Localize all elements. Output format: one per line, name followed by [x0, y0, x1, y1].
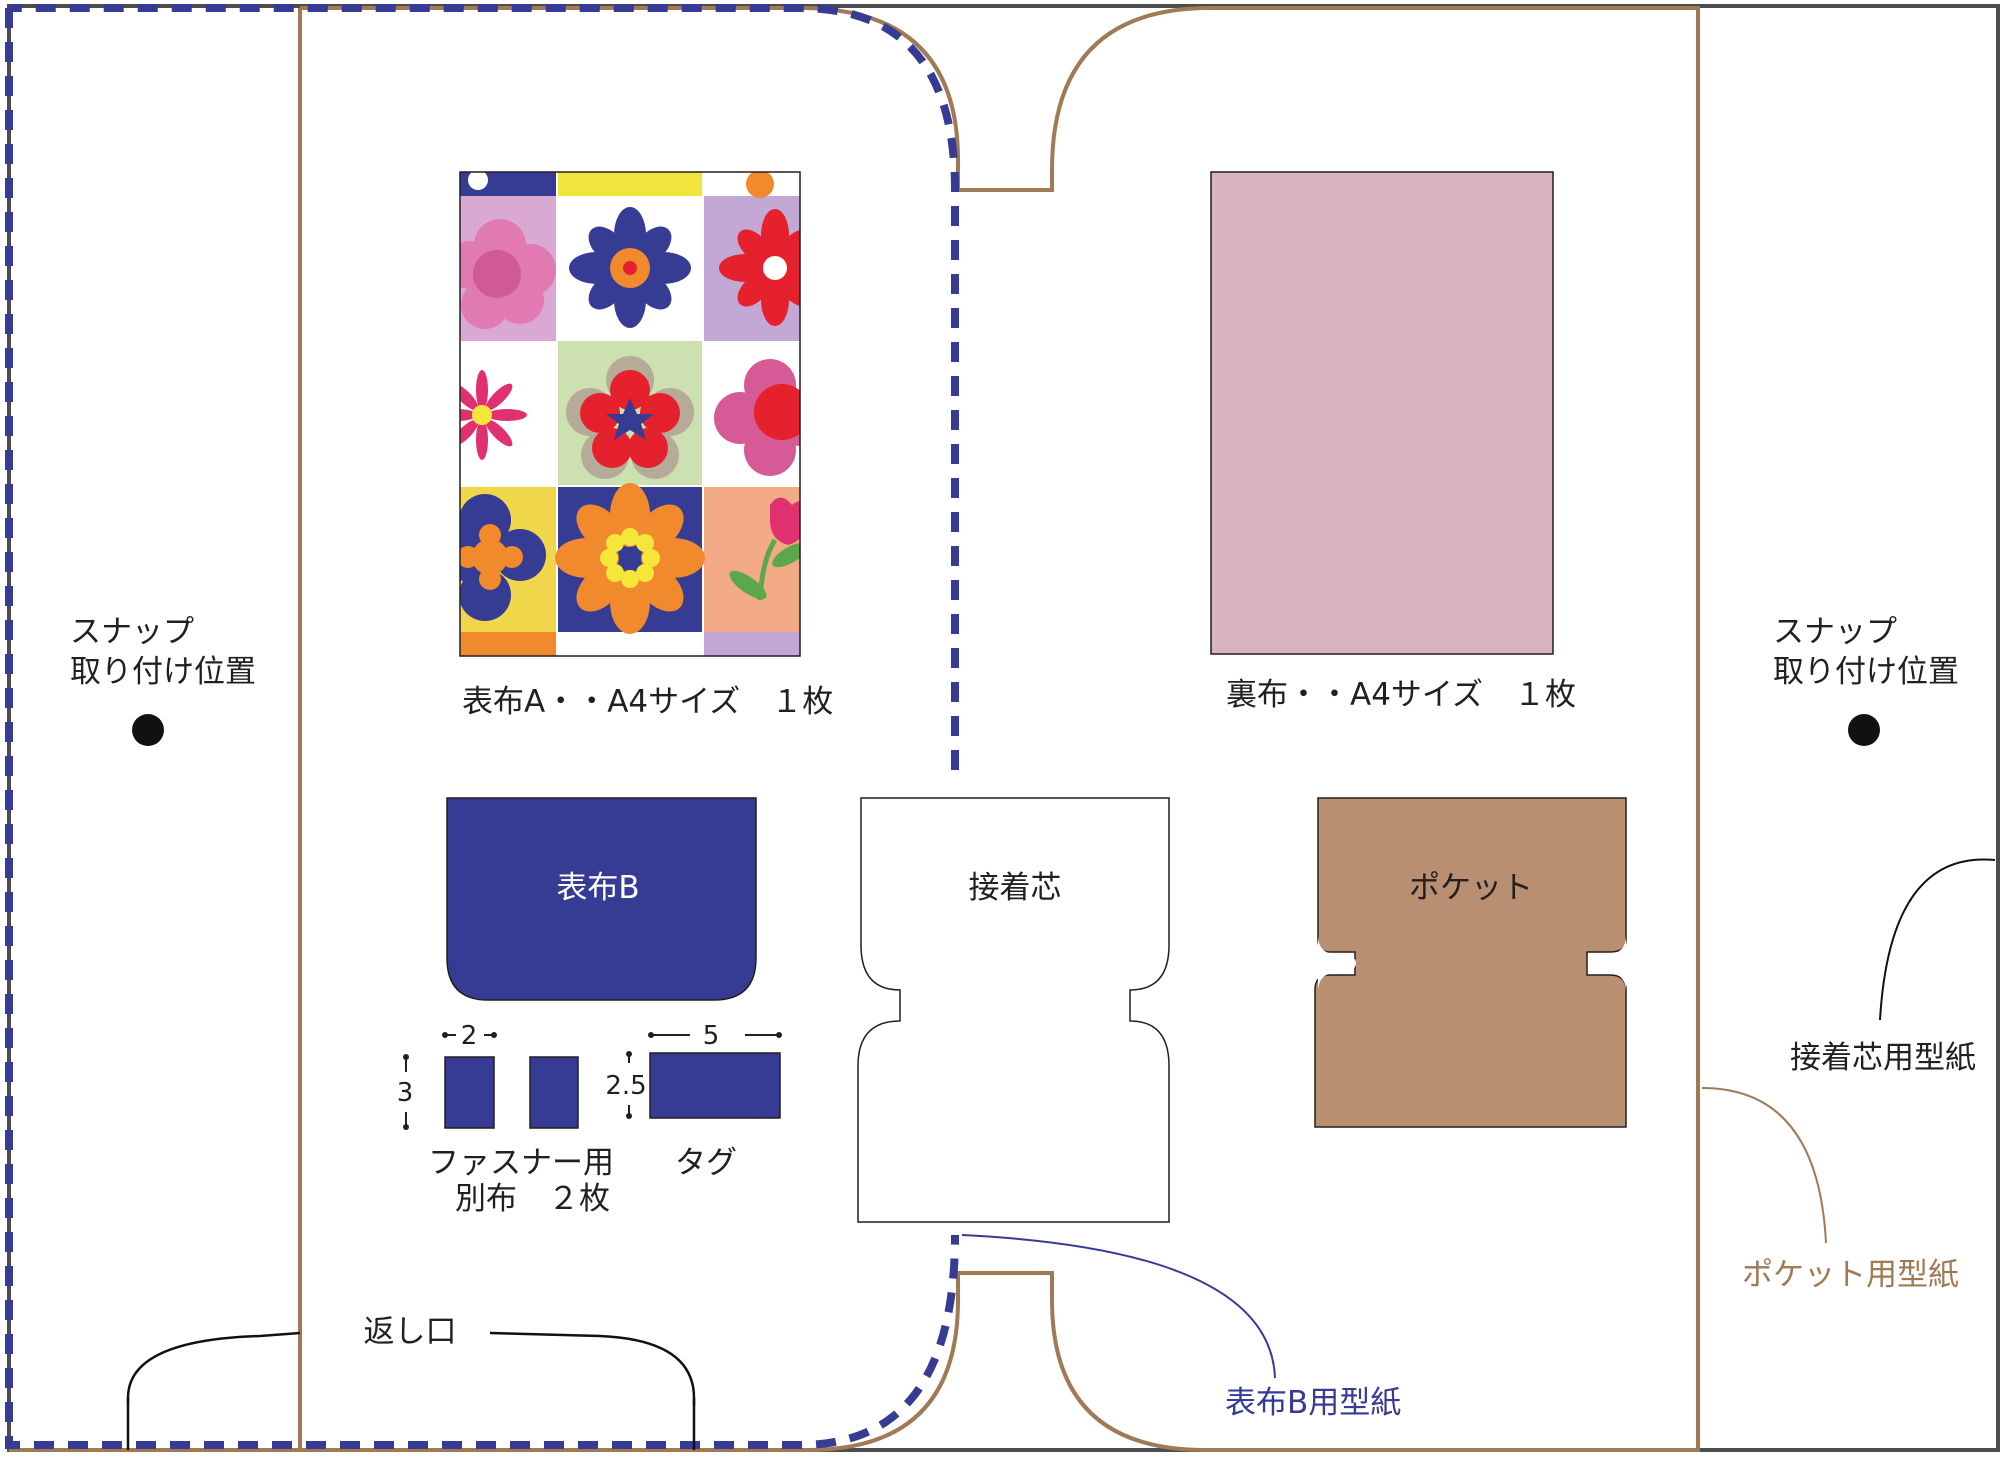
pocket-pattern-label: ポケット用型紙	[1742, 1257, 1959, 1293]
lining-swatch	[1210, 171, 1554, 655]
pocket-label: ポケット	[1409, 870, 1533, 906]
dim-fastener-width: 2	[461, 1021, 478, 1051]
pocket-piece	[1314, 797, 1627, 1128]
snap-right-label-1: スナップ	[1773, 614, 1897, 650]
interfacing-pattern-leader	[1879, 858, 1996, 1021]
snap-left-label-2: 取り付け位置	[70, 654, 256, 690]
dim-fastener-height: 3	[397, 1078, 414, 1108]
interfacing-piece	[857, 797, 1170, 1223]
turning-opening-label: 返し口	[364, 1314, 457, 1350]
fastener-piece-2	[529, 1056, 579, 1129]
fastener-piece-1	[444, 1056, 495, 1129]
interfacing-label: 接着芯	[969, 870, 1062, 906]
lining-label: 裏布・・A4サイズ １枚	[1226, 677, 1576, 713]
outer-fabric-b-piece	[446, 797, 757, 1001]
tag-label: タグ	[675, 1145, 737, 1181]
outer-b-pattern-outline	[5, 4, 959, 1449]
outer-fabric-b-label: 表布B	[556, 870, 639, 906]
tag-piece	[649, 1052, 781, 1119]
dim-tag-width: 5	[703, 1021, 720, 1051]
snap-right-dot	[1848, 714, 1880, 746]
dim-tag-height: 2.5	[605, 1071, 646, 1101]
snap-right-label-2: 取り付け位置	[1773, 654, 1959, 690]
snap-left-dot	[132, 714, 164, 746]
outer-fabric-a-label: 表布A・・A4サイズ １枚	[462, 684, 833, 720]
outer-b-pattern-label: 表布B用型紙	[1225, 1385, 1401, 1421]
outer-fabric-a-swatch	[459, 171, 801, 657]
turning-opening-bracket	[126, 1331, 696, 1405]
pocket-pattern-outline	[9, 6, 1700, 1452]
pocket-pattern-leader	[1701, 1087, 1827, 1244]
snap-left-label-1: スナップ	[70, 614, 194, 650]
interfacing-pattern-label: 接着芯用型紙	[1790, 1040, 1976, 1076]
fastener-label-2: 別布 ２枚	[455, 1181, 610, 1217]
outer-b-pattern-leader	[961, 1234, 1276, 1379]
fastener-label-1: ファスナー用	[428, 1145, 614, 1181]
